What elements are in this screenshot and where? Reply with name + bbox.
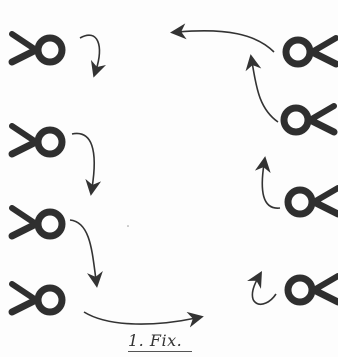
left-symbol-3 — [12, 208, 62, 236]
arrow-right-2 — [252, 62, 278, 122]
left-symbol-1 — [12, 34, 62, 62]
right-symbol-1 — [286, 38, 336, 64]
caption-underline — [128, 351, 192, 352]
arrow-left-2 — [72, 133, 94, 188]
figure-caption: 1. Fix. — [128, 331, 182, 350]
arrow-left-3 — [70, 220, 96, 280]
right-symbol-2 — [284, 106, 334, 132]
arrow-left-1 — [80, 35, 99, 70]
arrow-right-4 — [252, 278, 276, 304]
right-symbol-3 — [288, 188, 338, 214]
left-symbol-4 — [12, 284, 62, 312]
left-symbol-2 — [12, 126, 62, 154]
arrow-right-top — [178, 31, 274, 52]
arrow-left-4 — [84, 312, 196, 324]
arrow-right-3 — [262, 164, 280, 208]
right-symbol-4 — [288, 276, 338, 302]
